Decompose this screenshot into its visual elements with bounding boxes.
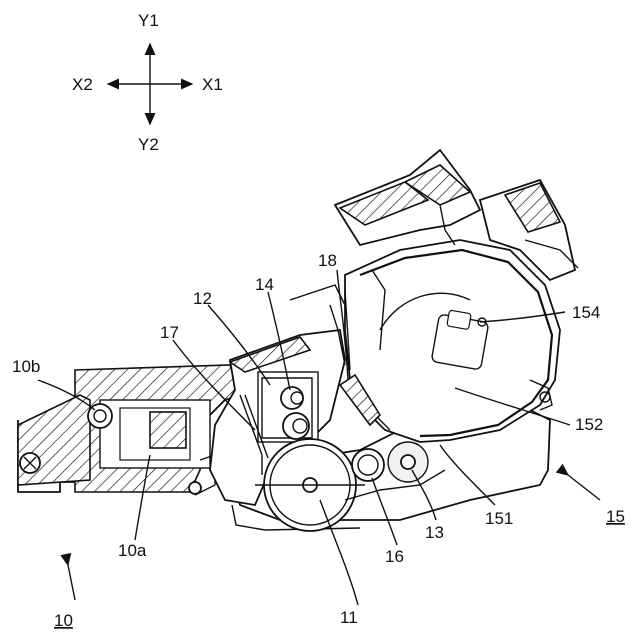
label-152: 152 bbox=[575, 415, 603, 434]
label-10b: 10b bbox=[12, 357, 40, 376]
direction-indicator: Y1 Y2 X2 X1 bbox=[72, 11, 223, 154]
label-16: 16 bbox=[385, 547, 404, 566]
label-17: 17 bbox=[160, 323, 179, 342]
label-10a: 10a bbox=[118, 541, 147, 560]
label-12: 12 bbox=[193, 289, 212, 308]
label-151: 151 bbox=[485, 509, 513, 528]
label-154: 154 bbox=[572, 303, 600, 322]
roller-16 bbox=[352, 449, 384, 481]
component-10a bbox=[150, 412, 186, 448]
label-x2: X2 bbox=[72, 75, 93, 94]
label-y2: Y2 bbox=[138, 135, 159, 154]
label-x1: X1 bbox=[202, 75, 223, 94]
label-13: 13 bbox=[425, 523, 444, 542]
label-10: 10 bbox=[54, 611, 73, 630]
label-14: 14 bbox=[255, 275, 274, 294]
roller-14b bbox=[283, 413, 309, 439]
label-11: 11 bbox=[340, 608, 358, 627]
label-y1: Y1 bbox=[138, 11, 159, 30]
roller-14a bbox=[281, 387, 303, 409]
label-15: 15 bbox=[606, 507, 625, 526]
label-18: 18 bbox=[318, 251, 337, 270]
